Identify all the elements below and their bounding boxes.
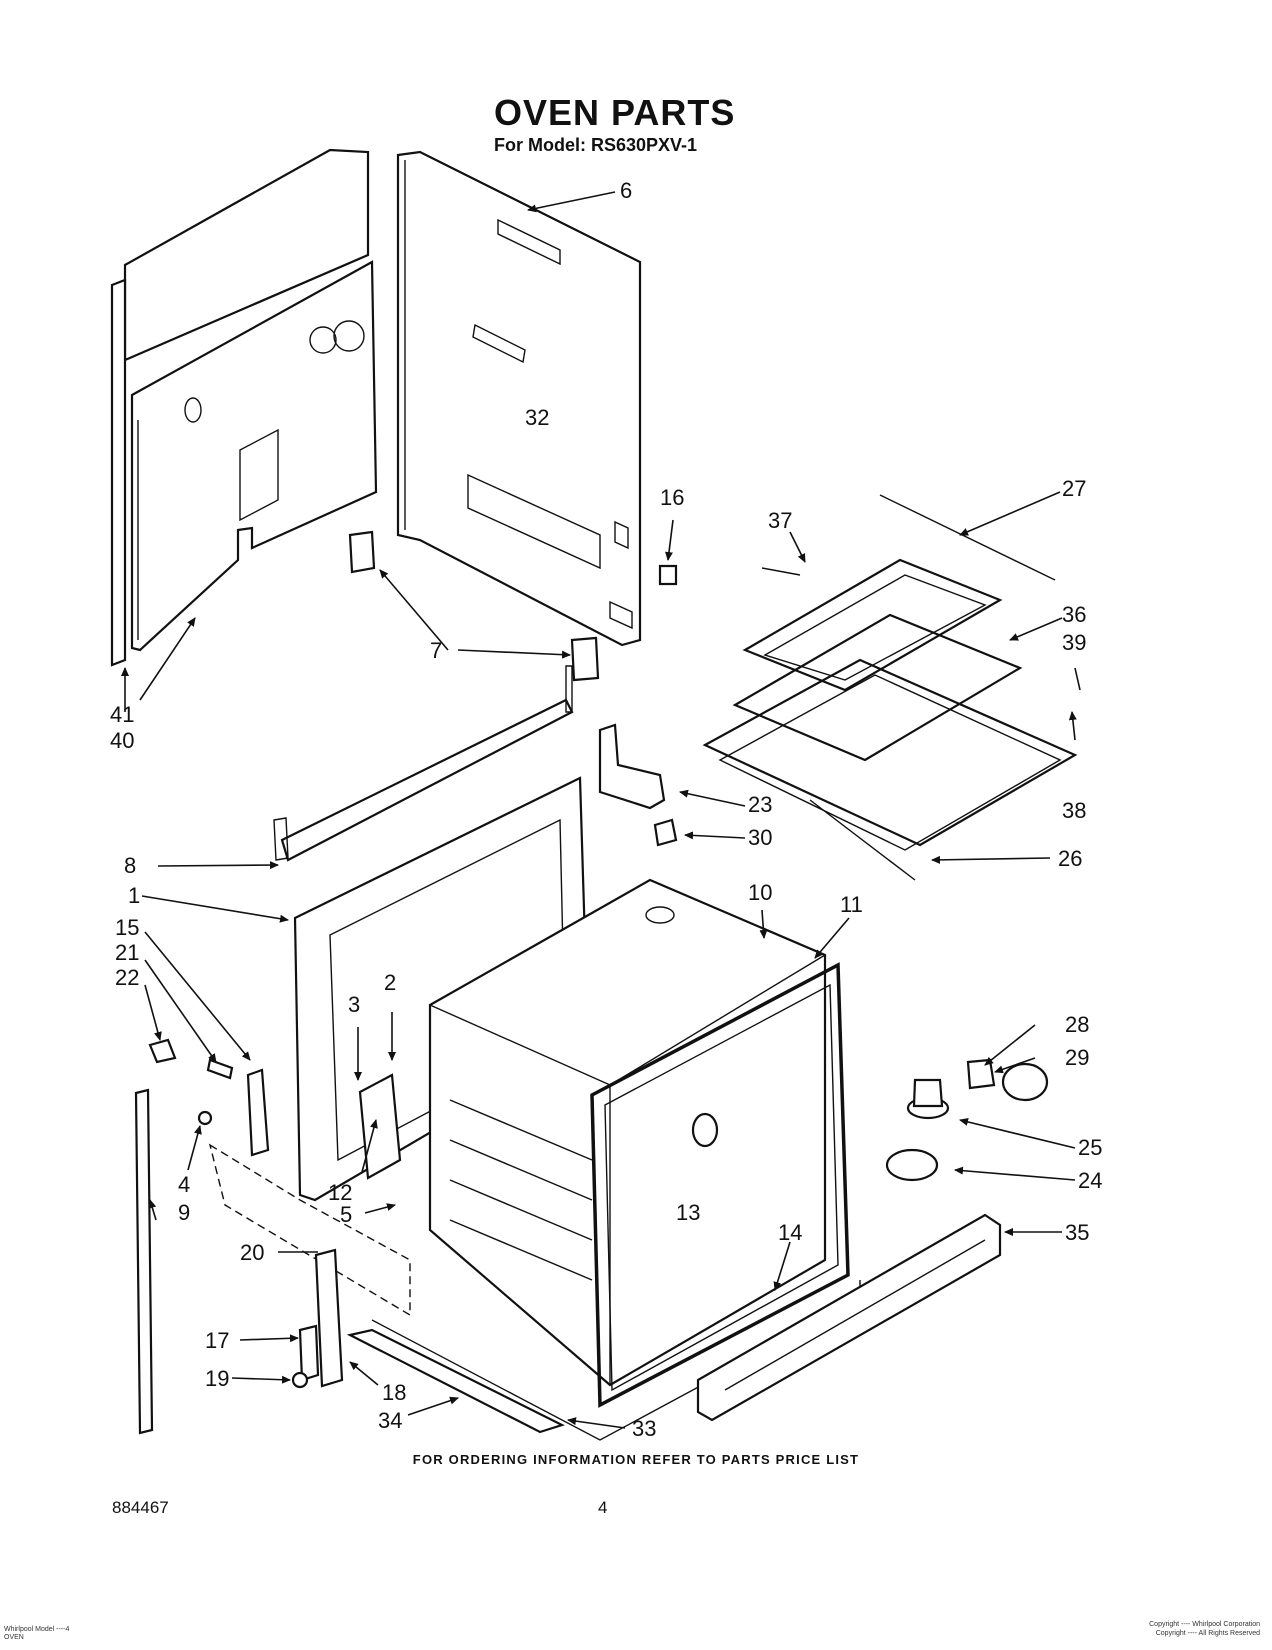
door-gasket (590, 962, 850, 1408)
callout-17: 17 (205, 1328, 229, 1353)
callout-27: 27 (1062, 476, 1086, 501)
hinge-20 (314, 1248, 344, 1388)
callout-10: 10 (748, 880, 772, 905)
leader-lines (121, 191, 1081, 1429)
hinge-15 (246, 1068, 270, 1157)
bracket-7-right (570, 636, 600, 682)
callout-35: 35 (1065, 1220, 1089, 1245)
callout-19: 19 (205, 1366, 229, 1391)
callout-14: 14 (778, 1220, 802, 1245)
oven-back-panel (396, 150, 642, 647)
callout-29: 29 (1065, 1045, 1089, 1070)
callout-8: 8 (124, 853, 136, 878)
oven-light-lens (691, 1112, 719, 1148)
callout-21: 21 (115, 940, 139, 965)
callout-16: 16 (660, 485, 684, 510)
part-21 (206, 1058, 234, 1080)
bake-element (732, 494, 1056, 762)
callout-9: 9 (178, 1200, 190, 1225)
fine-print-left-line2: OVEN (4, 1634, 24, 1641)
callout-labels: 6 32 16 7 27 37 36 39 38 26 23 30 10 11 … (110, 178, 1102, 1441)
part-19 (291, 1371, 309, 1389)
callout-23: 23 (748, 792, 772, 817)
callout-33: 33 (632, 1416, 656, 1441)
page-number: 4 (598, 1498, 608, 1517)
fine-print-left-line1: Whirlpool Model ----4 (4, 1626, 70, 1633)
bottom-support (358, 1073, 402, 1180)
bottom-rail (346, 1328, 565, 1434)
fine-print-left: Whirlpool Model ----4 OVEN (4, 1626, 69, 1642)
bracket-7-left (348, 530, 376, 574)
oven-rack (702, 658, 1078, 881)
callout-13: 13 (676, 1200, 700, 1225)
callout-12: 12 (328, 1180, 352, 1205)
callout-25: 25 (1078, 1135, 1102, 1160)
callout-3: 3 (348, 992, 360, 1017)
callout-28: 28 (1065, 1012, 1089, 1037)
callout-4: 4 (178, 1172, 190, 1197)
vent-connector (653, 818, 678, 847)
callout-30: 30 (748, 825, 772, 850)
kick-panel-grill (696, 1213, 1002, 1422)
callout-39: 39 (1062, 630, 1086, 655)
callout-6: 6 (620, 178, 632, 203)
lower-frame-outline (208, 1143, 411, 1317)
callout-36: 36 (1062, 602, 1086, 627)
part-4 (197, 1110, 213, 1126)
callout-24: 24 (1078, 1168, 1102, 1193)
rear-insulation-panels (110, 148, 378, 667)
door-gasket-inner (604, 983, 839, 1392)
fine-print-right: Copyright ---- Whirlpool Corporation Cop… (1149, 1620, 1260, 1638)
callout-32: 32 (525, 405, 549, 430)
callout-40: 40 (110, 728, 134, 753)
ordering-note: FOR ORDERING INFORMATION REFER TO PARTS … (412, 1452, 860, 1467)
callout-20: 20 (240, 1240, 264, 1265)
callout-37: 37 (768, 508, 792, 533)
oven-cavity (428, 878, 827, 1387)
callout-22: 22 (115, 965, 139, 990)
callout-34: 34 (378, 1408, 402, 1433)
light-assembly (885, 1058, 1049, 1182)
part-16 (658, 564, 678, 586)
top-rail (273, 665, 574, 862)
callout-41: 41 (110, 702, 134, 727)
document-number: 884467 (112, 1498, 169, 1517)
callout-38: 38 (1062, 798, 1086, 823)
fine-print-right-line2: Copyright ---- All Rights Reserved (1155, 1630, 1260, 1637)
page-title: OVEN PARTS (494, 92, 736, 133)
callout-2: 2 (384, 970, 396, 995)
side-trim-9 (134, 1088, 154, 1435)
callout-5: 5 (340, 1202, 352, 1227)
callout-1: 1 (128, 883, 140, 908)
callout-18: 18 (382, 1380, 406, 1405)
part-22 (148, 1038, 177, 1064)
callout-26: 26 (1058, 846, 1082, 871)
callout-15: 15 (115, 915, 139, 940)
callout-7: 7 (430, 638, 442, 663)
callout-11: 11 (840, 892, 863, 917)
broil-element (742, 558, 1003, 692)
fine-print-right-line1: Copyright ---- Whirlpool Corporation (1149, 1621, 1260, 1628)
vent-tube (598, 723, 666, 810)
model-subtitle: For Model: RS630PXV-1 (494, 135, 698, 155)
part-17-18 (298, 1324, 320, 1382)
